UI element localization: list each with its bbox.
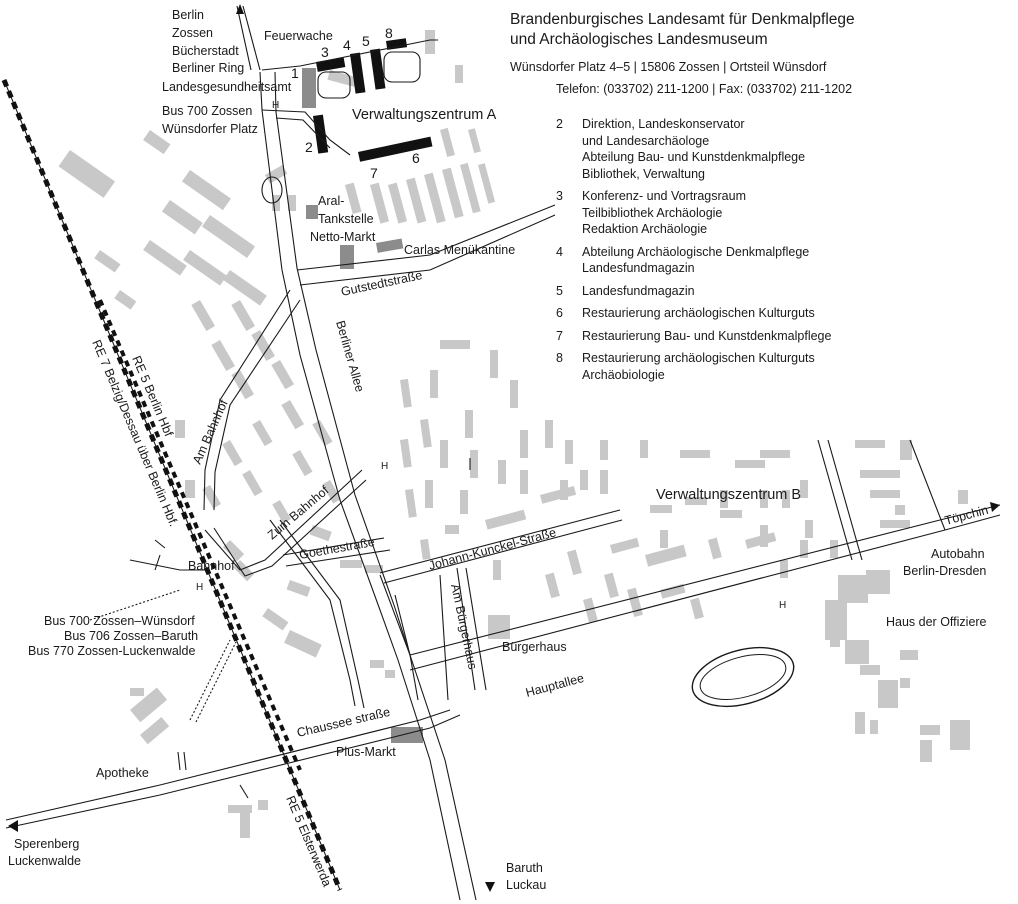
building-number-8: 8	[385, 25, 393, 41]
label-autobahn-1: Autobahn	[931, 547, 985, 561]
label-apotheke: Apotheke	[96, 766, 149, 780]
street-gutstedtstrasse: Gutstedtstraße	[340, 268, 424, 299]
header-address: Wünsdorfer Platz 4–5 | 15806 Zossen | Or…	[510, 60, 827, 74]
label-berliner-ring: Berliner Ring	[172, 61, 244, 75]
legend-line: Teilbibliothek Archäologie	[582, 205, 723, 220]
road-network	[5, 5, 1001, 901]
arrow-east-icon	[990, 502, 1000, 512]
running-track-inner	[699, 654, 787, 700]
dark-buildings-layer	[302, 68, 423, 743]
courtyard-a	[317, 71, 351, 99]
legend-item: 7 Restaurierung Bau- und Kunstdenkmalpfl…	[556, 328, 876, 345]
legend-line: Konferenz- und Vortragsraum	[582, 189, 746, 203]
legend-line: Direktion, Landeskonservator	[582, 117, 745, 131]
legend-item: 5 Landesfundmagazin	[556, 283, 876, 300]
building-number-2: 2	[305, 139, 313, 155]
legend-line: Bibliothek, Verwaltung	[582, 166, 705, 181]
running-track	[691, 646, 795, 708]
legend-line: Restaurierung archäologischen Kulturguts	[582, 306, 815, 320]
legend-number: 7	[556, 328, 563, 343]
legend-line: Landesfundmagazin	[582, 283, 695, 298]
label-verwaltungszentrum-b: Verwaltungszentrum B	[656, 487, 801, 503]
bus-stop-symbol-c: H	[196, 582, 203, 593]
label-bahnhof: Bahnhof	[188, 559, 235, 573]
header: Brandenburgisches Landesamt für Denkmalp…	[510, 10, 1010, 97]
street-berliner-allee: Berliner Allee	[333, 319, 367, 394]
label-haus-der-offiziere: Haus der Offiziere	[886, 615, 987, 629]
label-berlin: Berlin	[172, 8, 204, 22]
legend-item: 8 Restaurierung archäologischen Kulturgu…	[556, 350, 876, 383]
street-am-bahnhof: Am Bahnhof	[190, 397, 231, 466]
label-baruth: Baruth	[506, 861, 543, 875]
legend-item: 6 Restaurierung archäologischen Kulturgu…	[556, 305, 876, 322]
legend-number: 5	[556, 283, 563, 298]
legend-line: Archäobiologie	[582, 367, 665, 382]
building-number-4: 4	[343, 37, 351, 53]
legend-item: 2 Direktion, Landeskonservator und Lande…	[556, 116, 876, 182]
legend-line: Restaurierung archäologischen Kulturguts	[582, 351, 815, 365]
header-title-line1: Brandenburgisches Landesamt für Denkmalp…	[510, 11, 855, 28]
direction-arrows	[8, 4, 1000, 892]
label-bus-wuensdorfer-platz-1: Bus 700 Zossen	[162, 104, 252, 118]
label-bus-bahnhof-2: Bus 706 Zossen–Baruth	[64, 629, 198, 643]
bus-stop-symbol-a: H	[272, 100, 279, 111]
legend-line: und Landesarchäologe	[582, 133, 710, 148]
arrow-west-icon	[8, 820, 18, 832]
building-number-1: 1	[291, 65, 299, 81]
label-buergerhaus: Bürgerhaus	[502, 640, 567, 654]
street-hauptallee: Hauptallee	[524, 671, 585, 700]
legend-number: 3	[556, 189, 563, 203]
label-luckenwalde: Luckenwalde	[8, 854, 81, 868]
street-am-buergerhaus: Am Bürgerhaus	[448, 583, 480, 671]
legend-number: 2	[556, 117, 563, 131]
label-sperenberg: Sperenberg	[14, 837, 79, 851]
bus-stop-symbol-b: H	[381, 461, 388, 472]
label-bus-bahnhof-3: Bus 770 Zossen-Luckenwalde	[28, 644, 196, 658]
bus-stop-symbol-d: H	[779, 600, 786, 611]
legend-number: 4	[556, 244, 563, 259]
label-buecherstadt: Bücherstadt	[172, 44, 239, 58]
building-number-6: 6	[412, 150, 420, 166]
railway	[1, 79, 343, 891]
building-number-7: 7	[370, 165, 378, 181]
legend-number: 8	[556, 351, 563, 365]
roundabout	[261, 176, 283, 204]
label-netto: Netto-Markt	[310, 230, 376, 244]
label-verwaltungszentrum-a: Verwaltungszentrum A	[352, 107, 497, 123]
legend-item: 4 Abteilung Archäologische Denkmalpflege…	[556, 244, 876, 277]
legend-line: Landesfundmagazin	[582, 261, 695, 275]
label-plus-markt: Plus-Markt	[336, 745, 396, 759]
legend-line: Redaktion Archäologie	[582, 222, 708, 236]
header-phone: Telefon: (033702) 211-1200 | Fax: (03370…	[556, 82, 853, 96]
label-carlas: Carlas Menükantine	[404, 243, 515, 257]
label-bus-wuensdorfer-platz-2: Wünsdorfer Platz	[162, 122, 258, 136]
street-chaussee-strasse: Chaussee straße	[296, 705, 392, 740]
courtyard-b	[383, 51, 421, 83]
arrow-south-icon	[485, 882, 495, 892]
legend-item: 3 Konferenz- und Vortragsraum Teilbiblio…	[556, 188, 876, 238]
label-autobahn-2: Berlin-Dresden	[903, 564, 986, 578]
legend: 2 Direktion, Landeskonservator und Lande…	[556, 116, 876, 389]
label-aral-2: Tankstelle	[318, 212, 374, 226]
label-re5-elsterwerda: RE 5 Elsterwerda	[283, 794, 334, 889]
buildings-layer	[58, 30, 970, 838]
header-title-line2: und Archäologisches Landesmuseum	[510, 31, 768, 48]
arrow-north-icon	[236, 4, 244, 14]
building-number-5: 5	[362, 33, 370, 49]
label-aral-1: Aral-	[318, 194, 344, 208]
building-number-3: 3	[321, 44, 329, 60]
label-luckau: Luckau	[506, 878, 546, 892]
label-zossen: Zossen	[172, 26, 213, 40]
legend-line: Abteilung Bau- und Kunstdenkmalpflege	[582, 150, 806, 164]
legend-number: 6	[556, 306, 563, 320]
office-buildings	[313, 38, 433, 162]
legend-line: Abteilung Archäologische Denkmalpflege	[582, 244, 810, 259]
label-bus-bahnhof-1: Bus 700 Zossen–Wünsdorf	[44, 614, 195, 628]
legend-line: Restaurierung Bau- und Kunstdenkmalpfleg…	[582, 328, 832, 343]
label-landesgesundheitsamt: Landesgesundheitsamt	[162, 80, 292, 94]
label-feuerwache: Feuerwache	[264, 29, 333, 43]
